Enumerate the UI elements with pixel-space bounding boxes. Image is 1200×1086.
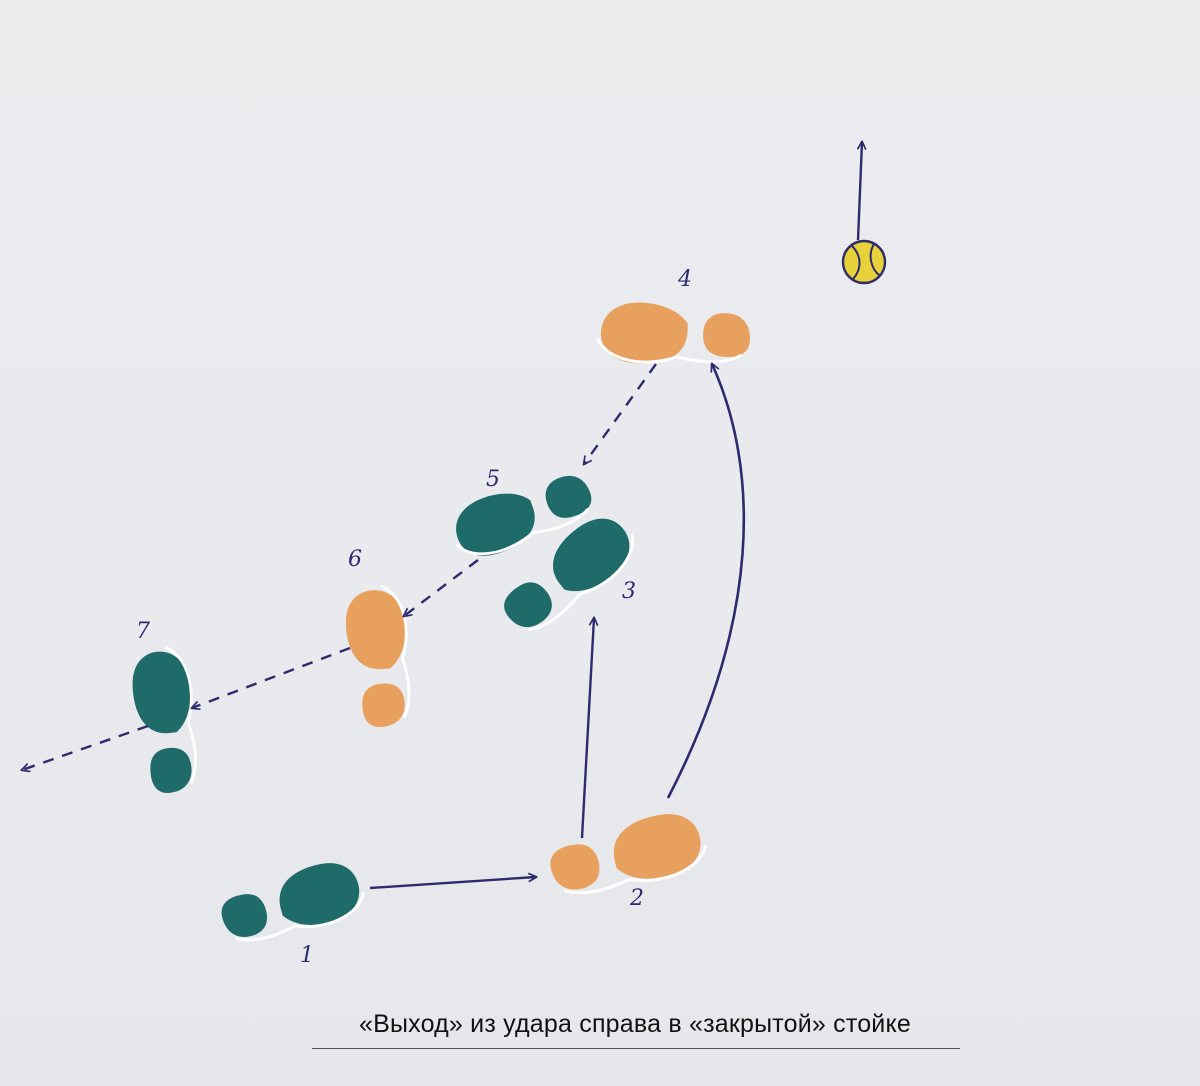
footprint-2	[550, 814, 708, 895]
footprint-5	[455, 475, 592, 556]
step-label-3: 3	[622, 579, 636, 604]
step-label-1: 1	[300, 943, 314, 968]
step-label-4: 4	[677, 267, 692, 292]
footprint-3	[504, 518, 634, 632]
footprint-6	[345, 584, 411, 727]
tennis-ball-icon	[841, 239, 887, 285]
dashed-arrow-5-to-6	[404, 559, 479, 616]
step-label-5: 5	[486, 467, 500, 492]
diagram-caption: «Выход» из удара справа в «закрытой» сто…	[359, 1010, 911, 1038]
step-label-7: 7	[136, 619, 150, 644]
footprint-4	[595, 302, 750, 364]
step-label-2: 2	[629, 886, 644, 911]
dashed-arrow-4-to-5	[584, 363, 657, 464]
arrow-1-to-2	[369, 877, 536, 890]
dashed-arrow-7-exit	[22, 724, 149, 770]
arrow-ball-up	[856, 142, 862, 241]
arrow-2-to-4	[666, 364, 746, 799]
caption-underline	[312, 1048, 960, 1049]
arrow-2-to-3	[580, 618, 594, 839]
dashed-arrow-6-to-7	[192, 646, 351, 708]
footprint-7	[132, 646, 197, 793]
footprint-1	[221, 863, 366, 942]
step-label-6: 6	[348, 547, 362, 572]
